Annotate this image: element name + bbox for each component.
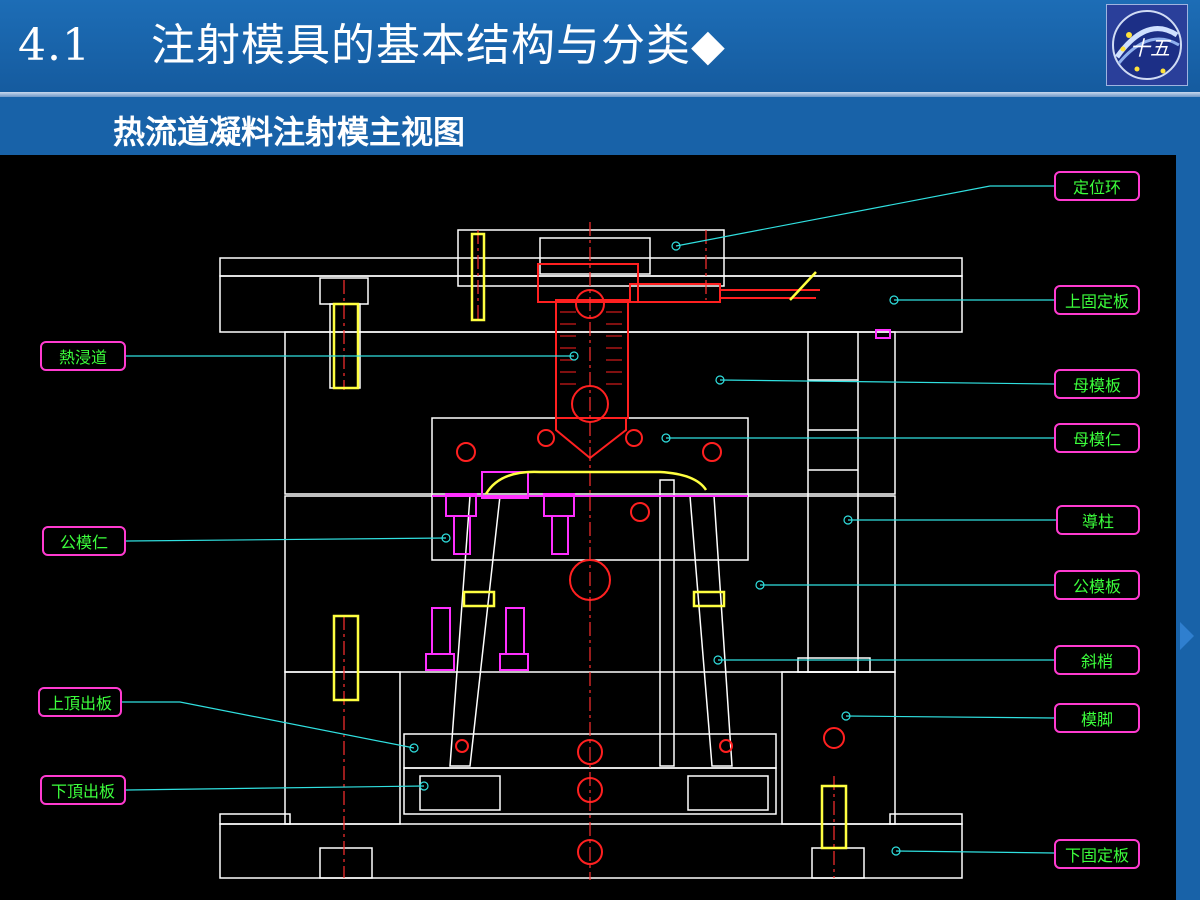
slide-header: 4.1 注射模具的基本结构与分类◆ 十五 <box>0 0 1200 92</box>
header-divider <box>0 92 1200 97</box>
leader-lines <box>122 185 1056 854</box>
spacer-block-left <box>284 671 401 825</box>
slide-title: 4.1 注射模具的基本结构与分类◆ <box>18 20 726 71</box>
logo-emblem-graphic: 十五 <box>1112 10 1182 80</box>
bottom-clamp-plate <box>219 823 963 879</box>
ring-recess <box>539 237 651 275</box>
label-hot-runner: 熱浸道 <box>40 341 126 371</box>
label-spacer-block: 模脚 <box>1054 703 1140 733</box>
diagram-subtitle: 热流道凝料注射模主视图 <box>113 113 466 151</box>
centerlines <box>343 222 835 880</box>
screws <box>425 329 891 671</box>
angle-pin-left <box>449 495 501 767</box>
guide-pillar <box>807 331 859 673</box>
highlights <box>332 232 848 850</box>
label-cavity-plate: 母模板 <box>1054 369 1140 399</box>
label-guide-pillar: 導柱 <box>1056 505 1140 535</box>
logo-emblem: 十五 <box>1106 4 1188 86</box>
label-positioning-ring: 定位环 <box>1054 171 1140 201</box>
hot-runner <box>537 263 820 460</box>
logo-text: 十五 <box>1130 36 1172 60</box>
label-cavity-insert: 母模仁 <box>1054 423 1140 453</box>
label-core-plate: 公模板 <box>1054 570 1140 600</box>
label-upper-ejector-plate: 上頂出板 <box>38 687 122 717</box>
mold-drawing <box>122 185 1056 880</box>
label-top-clamp-plate: 上固定板 <box>1054 285 1140 315</box>
label-bottom-clamp-plate: 下固定板 <box>1054 839 1140 869</box>
label-lower-ejector-plate: 下頂出板 <box>40 775 126 805</box>
label-core-insert: 公模仁 <box>42 526 126 556</box>
mold-diagram: 定位环 上固定板 熱浸道 母模板 母模仁 導柱 公模仁 公模板 斜梢 上頂出板 … <box>0 155 1176 900</box>
positioning-ring <box>457 229 725 287</box>
label-angle-pin: 斜梢 <box>1054 645 1140 675</box>
angle-pin-right <box>689 495 733 767</box>
hot-runner-coil <box>560 311 622 385</box>
edge-arrow-icon <box>1180 622 1194 650</box>
